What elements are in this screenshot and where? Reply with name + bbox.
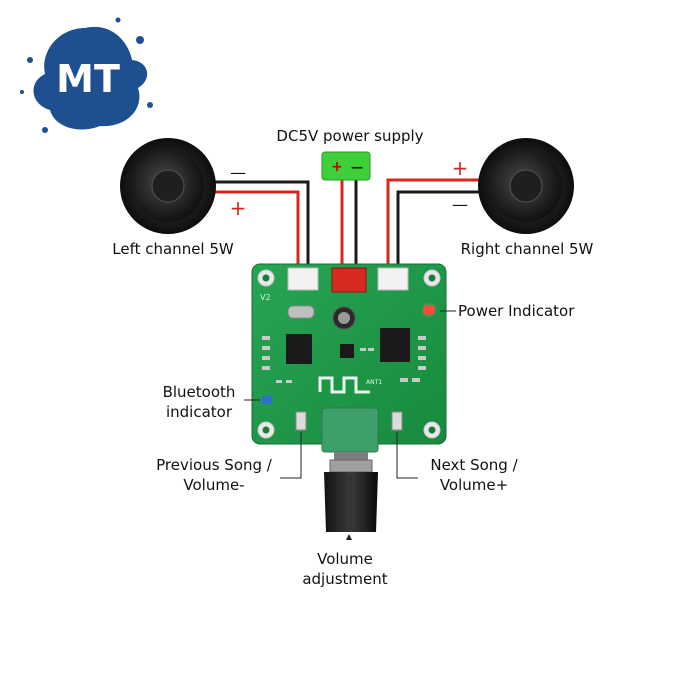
left-plus-mark: +	[230, 196, 247, 220]
right-red-wire	[386, 178, 480, 268]
volume-arrow	[346, 534, 352, 540]
left-speaker	[120, 138, 216, 234]
right-speaker-connector	[377, 267, 409, 291]
previous-button[interactable]	[295, 411, 307, 431]
leader-lines	[244, 310, 456, 479]
power-indicator-label: Power Indicator	[458, 302, 575, 320]
previous-song-label-line2: Volume-	[183, 476, 244, 494]
left-speaker-connector	[287, 267, 319, 291]
pcb-board: V2 ANT1	[251, 263, 447, 445]
board-version: V2	[260, 293, 271, 302]
wires	[212, 178, 480, 270]
supply-plus-sign: +	[331, 159, 343, 175]
right-minus-mark: —	[452, 195, 468, 214]
right-speaker	[478, 138, 574, 234]
power-supply-block: + —	[321, 151, 371, 181]
bluetooth-indicator-label-line1: Bluetooth	[163, 383, 236, 401]
right-channel-label: Right channel 5W	[461, 240, 594, 258]
bluetooth-indicator-label-line2: indicator	[166, 403, 233, 421]
bluetooth-led	[262, 396, 272, 404]
volume-label-line1: Volume	[317, 550, 373, 568]
power-supply-label: DC5V power supply	[276, 127, 423, 145]
volume-potentiometer[interactable]	[321, 407, 379, 532]
supply-minus-sign: —	[351, 160, 363, 174]
left-minus-mark: —	[230, 163, 246, 182]
previous-song-label-line1: Previous Song /	[156, 456, 273, 474]
power-connector	[331, 267, 367, 293]
left-channel-label: Left channel 5W	[112, 240, 234, 258]
volume-label-line2: adjustment	[302, 570, 387, 588]
left-red-wire	[212, 190, 300, 268]
left-black-wire	[212, 180, 310, 268]
antenna-trace	[318, 376, 370, 394]
power-led	[424, 306, 434, 314]
next-song-label-line2: Volume+	[440, 476, 508, 494]
right-plus-mark: +	[452, 156, 469, 180]
logo-text: MT	[56, 57, 120, 101]
antenna-label: ANT1	[366, 379, 382, 386]
mt-logo: MT	[20, 17, 153, 133]
next-button[interactable]	[391, 411, 403, 431]
next-song-label-line1: Next Song /	[430, 456, 518, 474]
right-black-wire	[396, 190, 480, 268]
